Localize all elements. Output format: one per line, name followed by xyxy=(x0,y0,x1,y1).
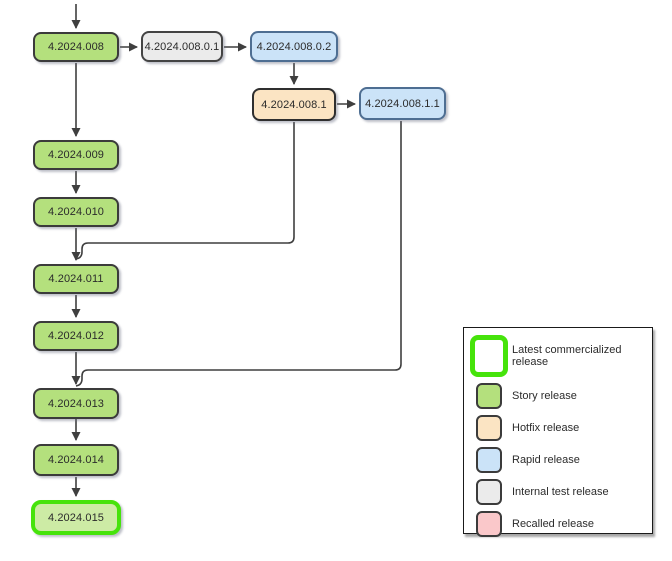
node-4-2024-008-1-1: 4.2024.008.1.1 xyxy=(359,87,446,120)
legend-label-latest: Latest commercialized release xyxy=(512,344,622,368)
legend-swatch-rapid xyxy=(476,447,502,473)
legend-label-recalled: Recalled release xyxy=(512,518,594,530)
node-4-2024-009: 4.2024.009 xyxy=(33,140,119,170)
edge-0081-to-011-merge xyxy=(75,122,295,260)
legend-swatch-recalled xyxy=(476,511,502,537)
node-4-2024-008-0-2: 4.2024.008.0.2 xyxy=(250,31,338,62)
legend-label-rapid: Rapid release xyxy=(512,454,580,466)
legend-swatch-cell xyxy=(470,415,508,441)
legend-swatch-latest xyxy=(470,335,508,377)
node-4-2024-008: 4.2024.008 xyxy=(33,32,119,62)
node-4-2024-008-1: 4.2024.008.1 xyxy=(252,88,336,121)
legend-label-hotfix: Hotfix release xyxy=(512,422,580,434)
node-4-2024-013: 4.2024.013 xyxy=(33,388,119,419)
legend-item-rapid: Rapid release xyxy=(470,447,646,473)
node-4-2024-014: 4.2024.014 xyxy=(33,444,119,476)
legend-swatch-cell xyxy=(470,511,508,537)
node-4-2024-011: 4.2024.011 xyxy=(33,264,119,294)
legend-swatch-story xyxy=(476,383,502,409)
node-4-2024-010: 4.2024.010 xyxy=(33,197,119,227)
legend-label-internal-test: Internal test release xyxy=(512,486,609,498)
legend-item-hotfix: Hotfix release xyxy=(470,415,646,441)
legend-item-recalled: Recalled release xyxy=(470,511,646,537)
legend-item-internal-test: Internal test release xyxy=(470,479,646,505)
legend-label-story: Story release xyxy=(512,390,577,402)
legend-swatch-internal-test xyxy=(476,479,502,505)
node-4-2024-008-0-1: 4.2024.008.0.1 xyxy=(141,31,223,62)
edge-00811-to-013-merge xyxy=(75,121,402,387)
legend-swatch-cell xyxy=(470,383,508,409)
legend-swatch-cell xyxy=(470,447,508,473)
legend-swatch-cell xyxy=(470,479,508,505)
legend-item-latest: Latest commercialized release xyxy=(470,335,646,377)
node-4-2024-012: 4.2024.012 xyxy=(33,321,119,351)
legend-swatch-hotfix xyxy=(476,415,502,441)
legend: Latest commercialized release Story rele… xyxy=(463,327,653,537)
legend-swatch-cell xyxy=(470,335,508,377)
node-4-2024-015-latest: 4.2024.015 xyxy=(31,500,121,535)
legend-item-story: Story release xyxy=(470,383,646,409)
